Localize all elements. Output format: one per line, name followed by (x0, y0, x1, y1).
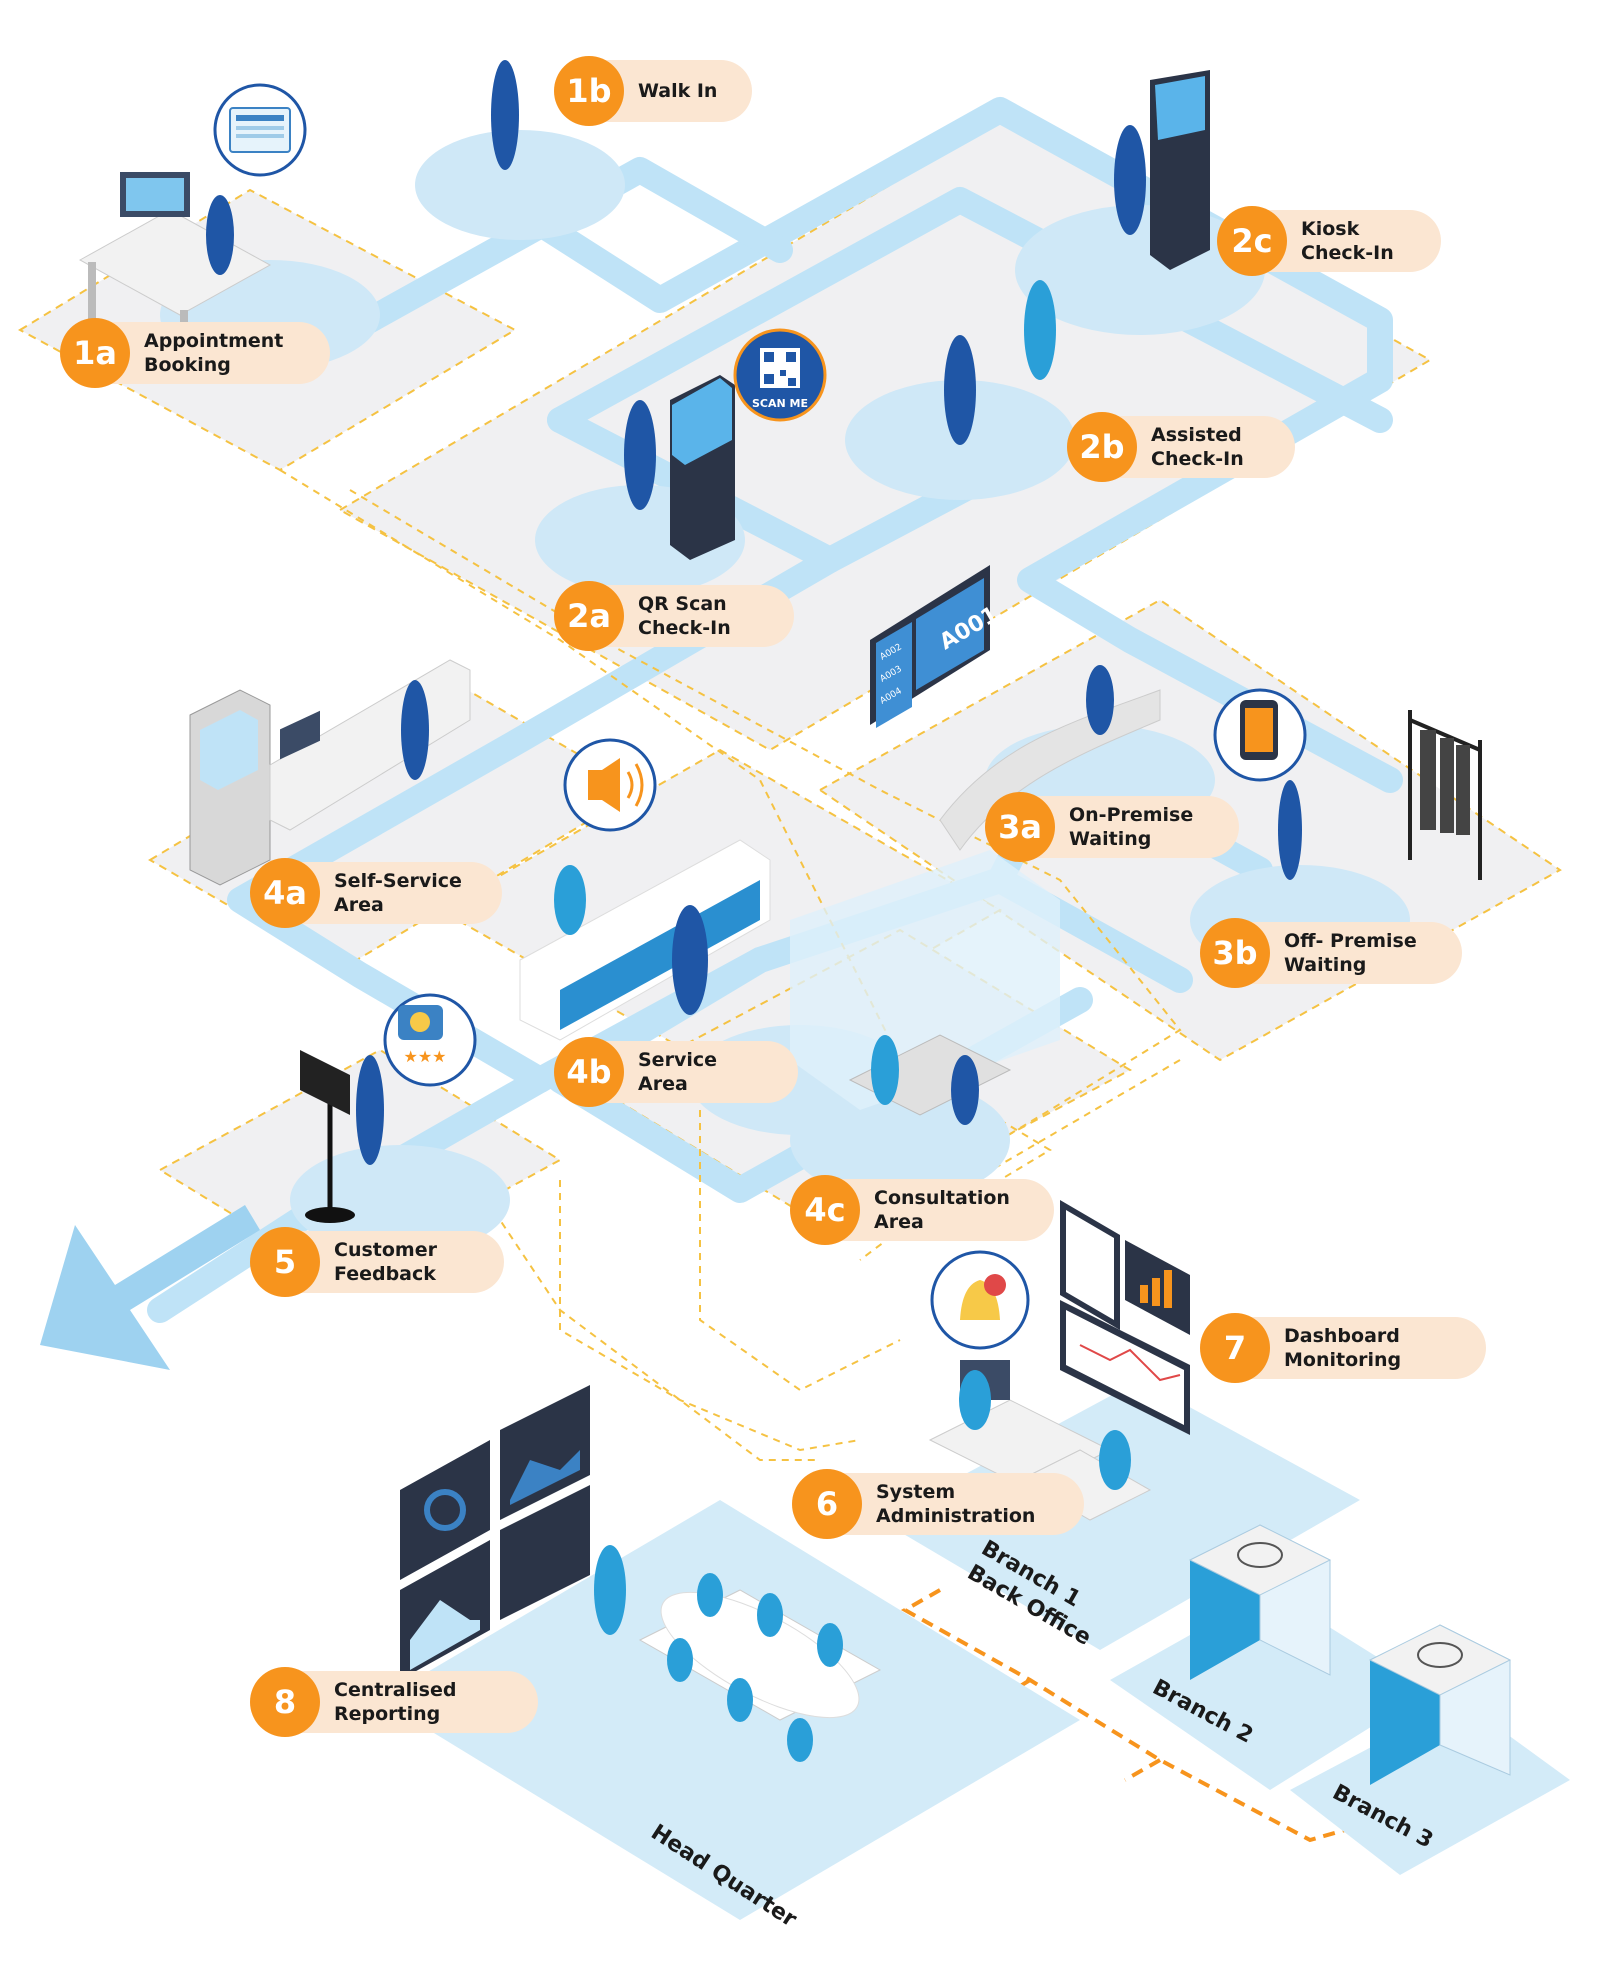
self-service-machines (189, 659, 471, 886)
step-badge: 4b (554, 1037, 624, 1107)
svg-text:★★★: ★★★ (403, 1047, 446, 1066)
step-1b: 1b Walk In (554, 56, 752, 126)
step-badge: 5 (250, 1227, 320, 1297)
step-badge: 7 (1200, 1313, 1270, 1383)
step-label: Walk In (638, 80, 718, 102)
dashboard-screens (1060, 1200, 1190, 1435)
queue-display-board: A001 A002 A003 A004 (870, 565, 1003, 728)
exit-arrow (40, 1205, 260, 1370)
qr-badge-label: SCAN ME (752, 397, 808, 410)
appointment-desk (78, 83, 307, 370)
branch3-building (1368, 1624, 1512, 1785)
self-checkin-kiosk (1150, 70, 1210, 270)
step-badge: 2c (1217, 206, 1287, 276)
step-badge: 4a (250, 858, 320, 928)
step-badge: 6 (792, 1469, 862, 1539)
branch2-building (1188, 1524, 1332, 1680)
staff (554, 280, 1131, 1762)
service-counter (519, 738, 771, 1041)
step-badge: 2a (554, 581, 624, 651)
customers (206, 60, 1302, 1165)
hq-screens (400, 1385, 590, 1680)
qr-kiosk (670, 328, 827, 560)
step-badge: 2b (1067, 412, 1137, 482)
step-badge: 4c (790, 1175, 860, 1245)
step-badge: 1b (554, 56, 624, 126)
feedback-stand: ★★★ (300, 993, 477, 1223)
step-badge: 3a (985, 792, 1055, 862)
step-badge: 1a (60, 318, 130, 388)
step-badge: 8 (250, 1667, 320, 1737)
branch1-platform (880, 1380, 1360, 1650)
step-badge: 3b (1200, 918, 1270, 988)
